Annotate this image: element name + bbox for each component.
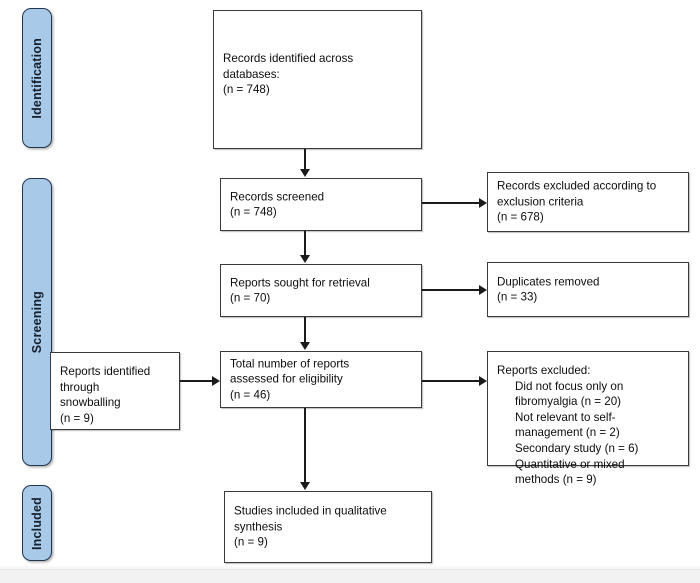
connector-snowballing-to-assessed	[180, 380, 214, 382]
box-records-excluded-text: Records excluded according to exclusion …	[497, 179, 657, 224]
arrowhead-sought-to-duplicates	[479, 285, 487, 295]
box-records-identified: Records identified across databases: (n …	[213, 10, 422, 149]
box-reports-assessed: Total number of reports assessed for eli…	[220, 351, 422, 408]
connector-identified-to-screened	[304, 149, 306, 171]
reports-excluded-list: Reports excluded: Did not focus only on …	[497, 363, 684, 488]
reports-excluded-heading: Reports excluded:	[497, 364, 591, 377]
stage-pill-screening: Screening	[22, 178, 52, 466]
box-snowballing: Reports identified through snowballing (…	[50, 352, 180, 430]
box-reports-assessed-text: Total number of reports assessed for eli…	[230, 357, 350, 402]
box-records-identified-text: Records identified across databases: (n …	[223, 52, 354, 97]
connector-assessed-to-included	[304, 408, 306, 484]
connector-assessed-to-excluded	[422, 380, 480, 382]
arrowhead-assessed-to-included	[300, 482, 310, 490]
page-bottom-shadow	[0, 565, 700, 570]
box-reports-sought-text: Reports sought for retrieval (n = 70)	[230, 275, 370, 305]
reports-excluded-item: Did not focus only on fibromyalgia (n = …	[515, 379, 624, 409]
box-studies-included: Studies included in qualitative synthesi…	[224, 491, 432, 563]
reports-excluded-item: Quantitative or mixed methods (n = 9)	[515, 457, 625, 487]
stage-label-screening: Screening	[30, 290, 44, 354]
box-duplicates-removed: Duplicates removed (n = 33)	[487, 262, 689, 317]
arrowhead-sought-to-assessed	[300, 342, 310, 350]
stage-label-included: Included	[30, 496, 44, 550]
connector-screened-to-excluded	[422, 202, 480, 204]
box-records-screened: Records screened (n = 748)	[220, 178, 422, 231]
box-records-screened-text: Records screened (n = 748)	[230, 189, 325, 219]
arrowhead-identified-to-screened	[300, 169, 310, 177]
box-reports-sought: Reports sought for retrieval (n = 70)	[220, 264, 422, 317]
box-duplicates-removed-text: Duplicates removed (n = 33)	[497, 274, 600, 304]
connector-sought-to-duplicates	[422, 289, 480, 291]
box-studies-included-text: Studies included in qualitative synthesi…	[234, 504, 387, 549]
box-snowballing-text: Reports identified through snowballing (…	[60, 365, 151, 425]
connector-sought-to-assessed	[304, 317, 306, 345]
arrowhead-assessed-to-excluded	[479, 376, 487, 386]
stage-pill-included: Included	[22, 485, 52, 561]
box-records-excluded: Records excluded according to exclusion …	[487, 172, 689, 232]
arrowhead-snowballing-to-assessed	[212, 376, 220, 386]
stage-pill-identification: Identification	[22, 8, 52, 148]
arrowhead-screened-to-excluded	[479, 198, 487, 208]
reports-excluded-item: Secondary study (n = 6)	[515, 441, 639, 455]
page-bottom-edge	[0, 569, 700, 583]
stage-label-identification: Identification	[30, 37, 44, 119]
arrowhead-screened-to-sought	[300, 255, 310, 263]
box-reports-excluded-detail: Reports excluded: Did not focus only on …	[487, 351, 689, 486]
reports-excluded-item: Not relevant to self- management (n = 2)	[515, 410, 620, 440]
connector-screened-to-sought	[304, 231, 306, 256]
